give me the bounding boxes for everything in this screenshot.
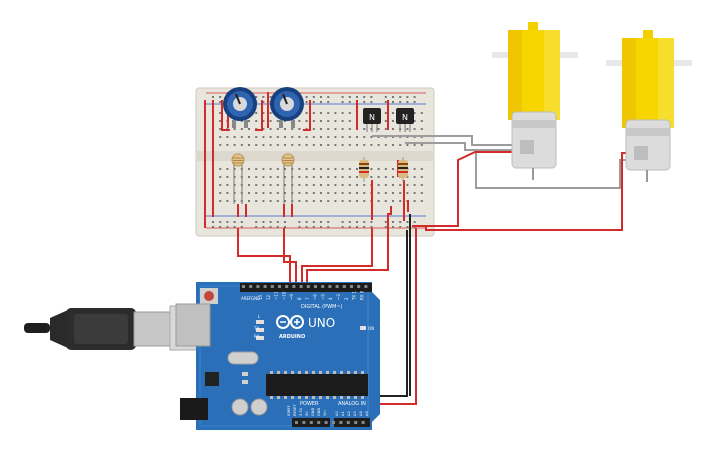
transistor-1: N <box>363 108 381 132</box>
digital-pin-label: ~11 <box>274 291 279 300</box>
photoresistor-1 <box>231 153 245 204</box>
digital-pin-label: ~10 <box>281 291 286 300</box>
photoresistor-2 <box>281 153 295 204</box>
digital-pin-label: ~5 <box>320 294 325 300</box>
transistor-2-label: N <box>402 113 408 122</box>
power-header-label: POWER <box>300 401 319 407</box>
power-pin-label: GND <box>311 408 315 416</box>
power-pin-label: Vin <box>323 410 327 416</box>
digital-pin-label: ~3 <box>336 294 341 300</box>
digital-pin-label: TX 1 <box>352 291 357 301</box>
analog-header-label: ANALOG IN <box>338 401 366 407</box>
digital-pin-label: 8 <box>297 297 302 300</box>
digital-pin-label: ~6 <box>313 294 318 300</box>
analog-pin-label: A3 <box>353 411 357 416</box>
power-pin-label: 5V <box>305 411 309 416</box>
digital-pins <box>242 285 368 288</box>
power-pin-label: GND <box>317 408 321 416</box>
analog-pin-label: A4 <box>359 411 363 416</box>
analog-pin-label: A5 <box>365 411 369 416</box>
brand-label: ARDUINO <box>279 334 305 340</box>
resistor-1 <box>359 157 369 182</box>
digital-pin-label: RX 0 <box>359 290 364 300</box>
analog-pin-label: A0 <box>335 411 339 416</box>
analog-pin-label: A2 <box>347 411 351 416</box>
power-pin-label: RESET <box>293 404 297 416</box>
digital-pin-label: ~9 <box>289 294 294 300</box>
digital-pin-label: 12 <box>266 294 271 300</box>
power-pin-label: IOREF <box>287 405 291 416</box>
gnd-label: GND <box>251 296 260 301</box>
dc-motor-2 <box>606 30 692 182</box>
digital-pin-header <box>240 283 372 292</box>
analog-pin-header <box>334 418 370 427</box>
atmega-chip <box>266 371 368 399</box>
aref-label: AREF <box>241 296 252 301</box>
potentiometer-2[interactable] <box>270 87 304 128</box>
model-label: UNO <box>308 316 335 330</box>
analog-pin-label: A1 <box>341 411 345 416</box>
transistor-2: N <box>396 108 414 132</box>
digital-pin-label: 2 <box>344 297 349 300</box>
on-led-label: ON <box>368 326 374 331</box>
resistor-2 <box>398 157 408 182</box>
rx-label: RX <box>254 334 260 339</box>
digital-pin-label: 13 <box>258 294 263 300</box>
potentiometer-1[interactable] <box>223 87 257 128</box>
power-pin-label: 3.3V <box>299 407 303 416</box>
arduino-logo <box>276 315 304 329</box>
reset-button[interactable] <box>200 288 218 304</box>
transistor-1-label: N <box>369 113 375 122</box>
l-led-label: L <box>258 314 261 319</box>
digital-pin-label: 4 <box>328 297 333 300</box>
digital-header-label: DIGITAL (PWM~) <box>301 304 343 310</box>
tx-label: TX <box>253 326 259 331</box>
digital-pin-label: 7 <box>305 297 310 300</box>
dc-motor-1 <box>492 22 578 180</box>
